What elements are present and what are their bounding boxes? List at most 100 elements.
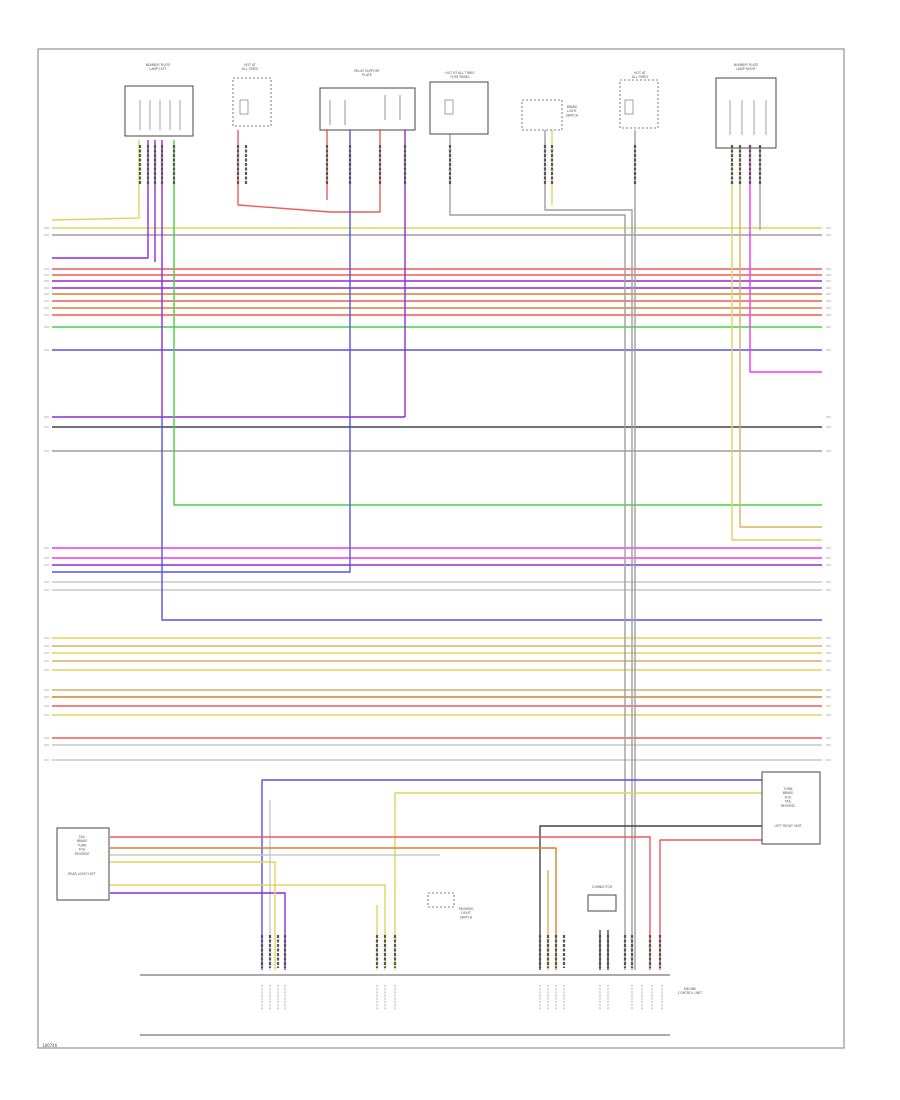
rear-light-left	[56, 827, 110, 901]
pin-number: ·	[330, 970, 331, 973]
pin-number: ·	[442, 970, 443, 973]
fuse-element	[624, 99, 634, 115]
component-caption-line: REVERSE	[781, 804, 796, 808]
fuse-loop-wire	[237, 130, 381, 213]
component-caption-line: BRAKE	[567, 105, 578, 109]
number-plate-lamp-left	[124, 85, 194, 137]
component-caption-line: REVERSE	[75, 852, 90, 856]
pin-number: ·	[658, 970, 659, 973]
label-layer: · · · · · · · · · · · · · · · · · · · · · · · · · · · · · · · · · · · · · · · ·…	[44, 63, 831, 1010]
fuse-box-3	[619, 79, 659, 129]
component-caption-line: SWITCH	[460, 915, 473, 919]
pin-number: ·	[530, 970, 531, 973]
component-caption-line: TAIL	[78, 835, 86, 839]
component-caption-line: LIGHT	[461, 911, 471, 915]
fuse-element	[239, 99, 249, 115]
pin-number: ·	[578, 970, 579, 973]
pin-number: ·	[354, 970, 355, 973]
pin-number: ·	[282, 970, 283, 973]
pin-number: ·	[378, 970, 379, 973]
pin-number: ·	[250, 970, 251, 973]
ctrl-red-b	[659, 839, 765, 970]
pin-number: ·	[154, 970, 155, 973]
component-caption-line: SWITCH	[566, 113, 579, 117]
pin-number: ·	[482, 970, 483, 973]
pin-number: ·	[146, 970, 147, 973]
pin-number: ·	[594, 970, 595, 973]
component-caption-line: HOT AT	[244, 63, 256, 67]
component-caption-line: REVERSE	[459, 907, 474, 911]
component-caption-line: NUMBER PLATE	[146, 63, 171, 67]
fuse-element	[444, 99, 454, 115]
component-title: LEFT RIGHT UNIT	[774, 824, 801, 828]
pin-number: ·	[314, 970, 315, 973]
pin-number: ·	[554, 970, 555, 973]
component-caption-line: NUMBER PLATE	[734, 63, 759, 67]
pin-number: ·	[450, 970, 451, 973]
pin-number: ·	[666, 970, 667, 973]
pin-number: ·	[194, 970, 195, 973]
brake-light-switch	[521, 99, 563, 131]
pin-number: ·	[466, 970, 467, 973]
relay-blue-wire	[52, 130, 351, 573]
pin-number: ·	[434, 970, 435, 973]
component-caption-line: TURN	[77, 843, 87, 847]
pin-number: ·	[162, 970, 163, 973]
component-caption-line: FOG	[79, 848, 86, 852]
pin-number: ·	[610, 970, 611, 973]
component-caption-line: ALL TIMES	[632, 75, 648, 79]
component-caption-line: BRAKE	[77, 839, 88, 843]
ctrl-red	[110, 836, 651, 970]
pin-number: ·	[322, 970, 323, 973]
pin-number: ·	[586, 970, 587, 973]
component-caption-line: HOT AT ALL TIMES	[445, 71, 474, 75]
pin-number: ·	[522, 970, 523, 973]
pin-number: ·	[210, 970, 211, 973]
pin-number: ·	[274, 970, 275, 973]
component-caption-line: RELAY SUPPORT	[354, 69, 380, 73]
pin-number: ·	[170, 970, 171, 973]
pin-number: ·	[410, 970, 411, 973]
pin-number: ·	[570, 970, 571, 973]
pin-number: ·	[418, 970, 419, 973]
component-caption-line: FOG	[785, 795, 792, 799]
component-caption-line: TAIL	[784, 800, 792, 804]
lamp-l-wire-f	[173, 140, 822, 506]
bus-connector	[587, 894, 617, 912]
component-caption-line: LIGHT	[567, 109, 577, 113]
pin-number: ·	[258, 970, 259, 973]
rear-light-right	[761, 771, 821, 845]
component-caption-line: HOT AT	[634, 71, 646, 75]
component-caption-line: FUSE PANEL	[450, 75, 470, 79]
component-caption-line: CONTROL UNIT	[678, 991, 702, 995]
pin-number: ·	[642, 970, 643, 973]
pin-number: ·	[474, 970, 475, 973]
pin-number: ·	[234, 970, 235, 973]
pin-number: ·	[538, 970, 539, 973]
pin-number: ·	[362, 970, 363, 973]
reverse-light-switch	[427, 892, 455, 908]
ctrl-yellow-d	[110, 861, 276, 970]
pin-number: ·	[506, 970, 507, 973]
component-caption-line: PLATE	[362, 73, 372, 77]
pin-number: ·	[186, 970, 187, 973]
pin-number: ·	[634, 970, 635, 973]
ctrl-orange	[110, 847, 557, 970]
pin-number: ·	[490, 970, 491, 973]
component-caption-line: BRAKE	[783, 791, 794, 795]
pin-number: ·	[306, 970, 307, 973]
pin-number: ·	[394, 970, 395, 973]
relay-support-plate	[319, 87, 416, 131]
diagram-code: 180746	[42, 1043, 58, 1048]
number-plate-lamp-right	[715, 77, 777, 149]
pin-number: ·	[602, 970, 603, 973]
component-caption-line: TURN	[783, 787, 793, 791]
pin-number: ·	[546, 970, 547, 973]
pin-number: ·	[650, 970, 651, 973]
pin-number: ·	[338, 970, 339, 973]
component-caption-line: ENGINE	[684, 987, 696, 991]
lamp-r-wire-a	[731, 140, 822, 541]
pin-number: ·	[202, 970, 203, 973]
pin-number: ·	[458, 970, 459, 973]
pin-number: ·	[402, 970, 403, 973]
